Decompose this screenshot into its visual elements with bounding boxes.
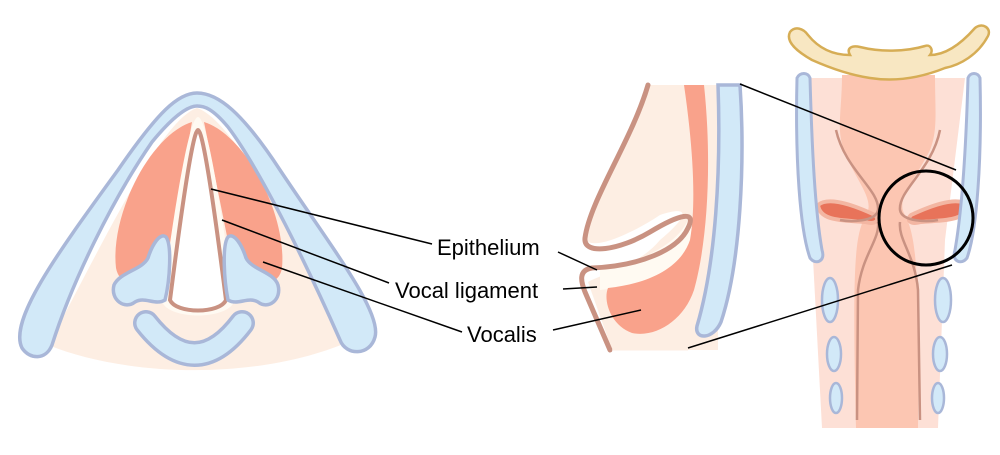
tracheal-rings-right xyxy=(930,276,953,415)
mucosa-left xyxy=(834,129,880,421)
leader-ligament-left xyxy=(221,219,390,284)
vocal-fold-right xyxy=(906,199,971,225)
arytenoid-left xyxy=(111,234,172,307)
cricoid-ring xyxy=(136,313,252,364)
label-epithelium: Epithelium xyxy=(437,235,540,260)
tracheal-ring xyxy=(933,276,953,324)
tracheal-ring xyxy=(820,276,840,324)
leader-vocalis-left xyxy=(262,261,463,333)
leader-epithelium-left xyxy=(210,188,433,245)
vocalis-right xyxy=(204,122,283,283)
larynx-coronal xyxy=(787,24,991,428)
airway-lumen xyxy=(839,75,936,428)
thyroid-cartilage xyxy=(18,91,378,359)
vocal-fold-left xyxy=(815,199,880,225)
glottis xyxy=(167,127,229,313)
section-vocalis xyxy=(606,85,709,334)
arytenoid-right xyxy=(222,234,281,307)
leader-lines xyxy=(210,188,642,333)
leader-epithelium-right xyxy=(557,251,598,271)
section-cream xyxy=(600,215,700,290)
leader-ligament-right xyxy=(562,286,598,290)
tracheal-ring xyxy=(828,381,844,415)
zoom-line-top xyxy=(739,83,957,171)
tracheal-ring xyxy=(930,381,946,415)
vocalis-left xyxy=(115,122,192,283)
tracheal-rings-left xyxy=(820,276,844,415)
coronal-section xyxy=(579,82,744,353)
leader-vocalis-right xyxy=(552,309,642,331)
superior-view xyxy=(18,91,378,371)
tracheal-ring xyxy=(931,335,949,373)
mucosa-right xyxy=(898,129,942,421)
magnify-circle xyxy=(877,169,975,267)
section-cartilage xyxy=(695,83,744,338)
label-vocalis: Vocalis xyxy=(467,322,537,347)
hyoid-bone xyxy=(787,24,991,81)
label-vocal-ligament: Vocal ligament xyxy=(395,278,539,303)
zoom-line-bottom xyxy=(687,264,953,349)
thyroid-left xyxy=(795,72,825,264)
tracheal-ring xyxy=(825,335,843,373)
